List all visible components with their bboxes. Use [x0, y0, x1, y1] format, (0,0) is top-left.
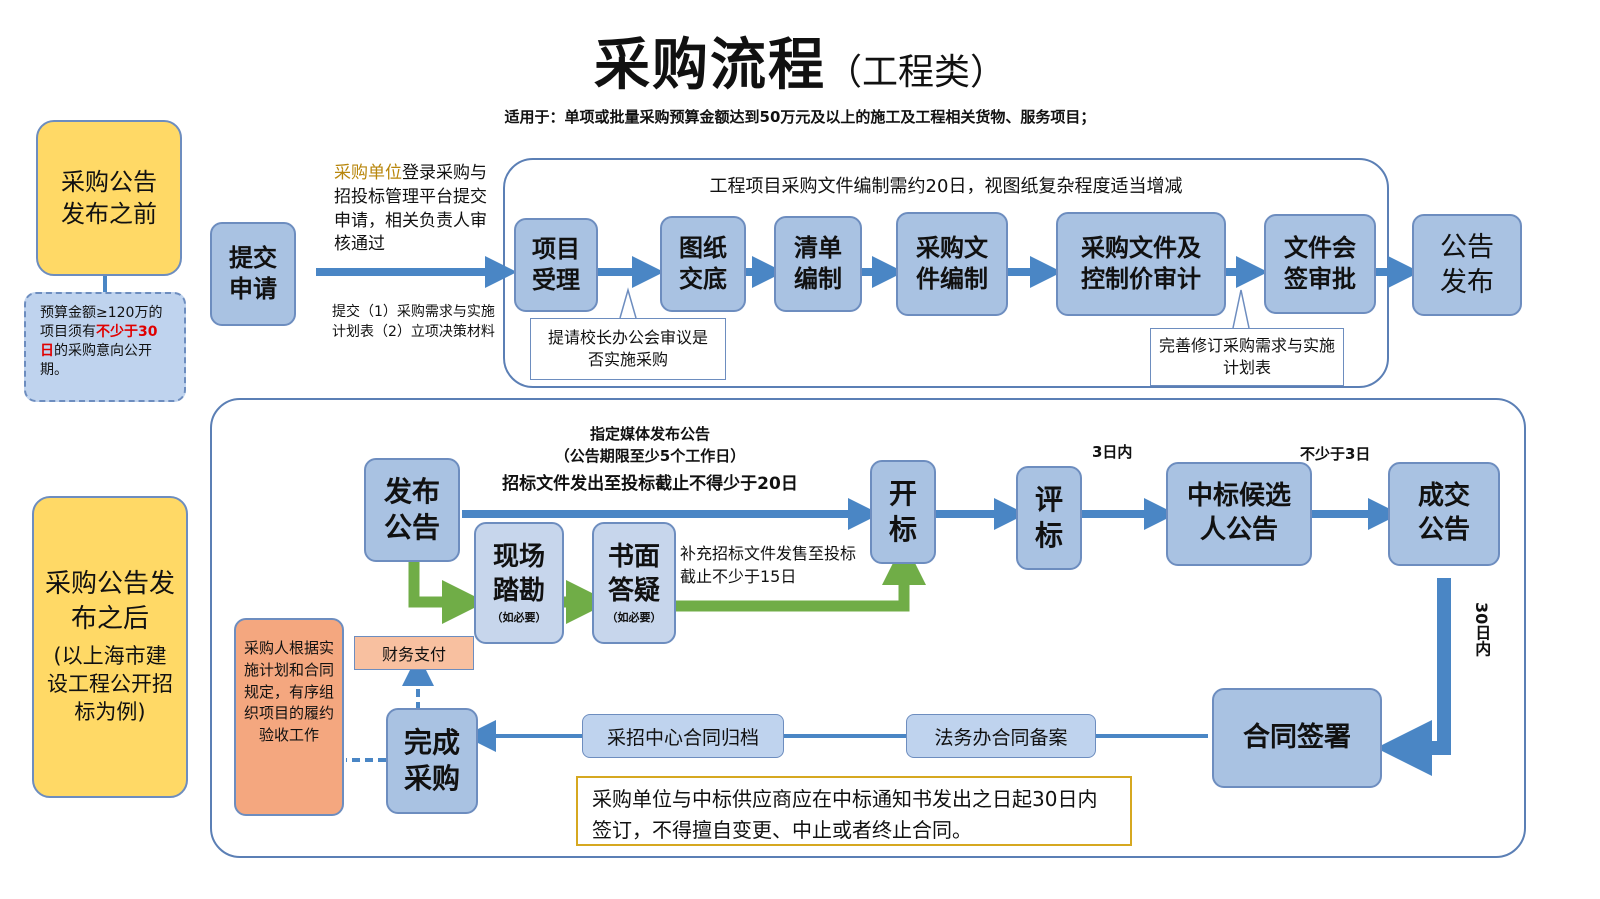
bid-evaluation: 评标	[1016, 466, 1082, 570]
title-main: 采购流程	[593, 33, 826, 98]
before-section-label: 采购公告发布之前	[36, 120, 182, 276]
doc-prep-header: 工程项目采购文件编制需约20日，视图纸复杂程度适当增减	[709, 176, 1183, 197]
contract-signing-label: 合同签署	[1243, 722, 1351, 754]
step-list-compilation: 清单编制	[774, 216, 862, 312]
step-audit: 采购文件及控制价审计	[1056, 212, 1226, 316]
note-principal-review-text: 提请校长办公会审议是否实施采购	[547, 327, 708, 369]
publish-announcement-label: 发布公告	[383, 474, 440, 544]
submit-materials: 提交（1）采购需求与实施计划表（2）立项决策材料	[332, 304, 495, 341]
note-revise-plan: 完善修订采购需求与实施计划表	[1150, 328, 1344, 386]
bid-evaluation-label: 评标	[1034, 482, 1063, 552]
callout-pointer-principal	[619, 287, 637, 319]
procurement-complete-label: 完成采购	[403, 725, 460, 795]
submit-description-unit: 采购单位	[334, 163, 402, 183]
prenotice-highlight: 不少于30日	[40, 323, 158, 359]
announce-label: 公告发布	[1440, 231, 1494, 298]
contract-notice: 采购单位与中标供应商应在中标通知书发出之日起30日内签订，不得擅自变更、中止或者…	[576, 776, 1132, 846]
contract-notice-text: 采购单位与中标供应商应在中标通知书发出之日起30日内签订，不得擅自变更、中止或者…	[592, 787, 1098, 842]
written-qa-label: 书面答疑	[607, 542, 660, 606]
within-3-days: 3日内	[1092, 443, 1133, 461]
deal-announcement: 成交公告	[1388, 462, 1500, 566]
site-visit-label: 现场踏勘	[492, 542, 545, 606]
site-visit-box: 现场踏勘 （如必要）	[474, 522, 564, 644]
candidate-announcement: 中标候选人公告	[1166, 462, 1312, 566]
site-visit-note: （如必要）	[491, 610, 547, 624]
media-note-line3: 招标文件发出至投标截止不得少于20日	[502, 474, 798, 494]
center-archive: 采招中心合同归档	[582, 714, 784, 758]
bid-opening: 开标	[870, 460, 936, 564]
acceptance-work: 采购人根据实施计划和合同规定，有序组织项目的履约验收工作	[234, 618, 344, 816]
green-arrow-publish-to-visit	[408, 562, 486, 624]
contract-signing: 合同签署	[1212, 688, 1382, 788]
submit-application-box: 提交申请	[210, 222, 296, 326]
after-section-label-sub: (以上海市建设工程公开招标为例)	[47, 643, 173, 725]
note-principal-review: 提请校长办公会审议是否实施采购	[530, 318, 726, 380]
legal-filing: 法务办合同备案	[906, 714, 1096, 758]
supplement-note: 补充招标文件发售至投标截止不少于15日	[680, 544, 857, 587]
deal-announcement-label: 成交公告	[1417, 481, 1470, 545]
center-archive-label: 采招中心合同归档	[606, 726, 759, 749]
media-note-line1: 指定媒体发布公告	[589, 425, 710, 443]
step-countersign: 文件会签审批	[1264, 214, 1376, 314]
prenotice-prefix: 预算金额≥120万的项目须有	[40, 305, 163, 340]
acceptance-work-text: 采购人根据实施计划和合同规定，有序组织项目的履约验收工作	[244, 639, 335, 744]
title-sub: （工程类）	[825, 52, 1006, 93]
submit-description-rest: 登录采购与招投标管理平台提交申请，相关负责人审核通过	[334, 163, 487, 255]
step-doc-compilation-label: 采购文件编制	[916, 233, 988, 293]
publish-announcement: 发布公告	[364, 458, 460, 562]
legal-filing-label: 法务办合同备案	[934, 726, 1068, 749]
prenotice-box: 预算金额≥120万的项目须有不少于30日的采购意向公开期。	[24, 292, 186, 402]
step-drawing-briefing-label: 图纸交底	[679, 233, 727, 293]
written-qa-box: 书面答疑 （如必要）	[592, 522, 676, 644]
media-note-line2: （公告期限至少5个工作日）	[554, 447, 746, 465]
page-title: 采购流程（工程类）	[0, 20, 1600, 101]
submit-application-label: 提交申请	[229, 243, 277, 303]
finance-payment: 财务支付	[354, 636, 474, 670]
scope-subtitle: 适用于：单项或批量采购预算金额达到50万元及以上的施工及工程相关货物、服务项目；	[504, 108, 1096, 126]
step-project-acceptance: 项目受理	[514, 218, 598, 312]
before-section-label-text: 采购公告发布之前	[61, 167, 157, 228]
written-qa-note: （如必要）	[606, 610, 662, 624]
submit-description: 采购单位登录采购与招投标管理平台提交申请，相关负责人审核通过	[334, 162, 498, 257]
step-countersign-label: 文件会签审批	[1284, 233, 1356, 293]
step-doc-compilation: 采购文件编制	[896, 212, 1008, 316]
prenotice-suffix: 的采购意向公开期。	[40, 342, 152, 378]
finance-payment-label: 财务支付	[381, 645, 446, 664]
after-announce-frame	[210, 398, 1526, 858]
step-drawing-briefing: 图纸交底	[660, 216, 746, 312]
after-section-label: 采购公告发布之后 (以上海市建设工程公开招标为例)	[32, 496, 188, 798]
not-less-3-days: 不少于3日	[1300, 445, 1371, 463]
green-arrow-qa-to-open	[676, 541, 926, 612]
within-30-days: 30日内	[1472, 602, 1492, 657]
step-project-acceptance-label: 项目受理	[532, 234, 580, 294]
procurement-complete: 完成采购	[386, 708, 478, 814]
bid-opening-label: 开标	[888, 476, 917, 546]
callout-pointer-revise	[1232, 289, 1250, 329]
announce-box: 公告发布	[1412, 214, 1522, 316]
candidate-announcement-label: 中标候选人公告	[1186, 481, 1291, 545]
step-audit-label: 采购文件及控制价审计	[1081, 233, 1201, 293]
note-revise-plan-text: 完善修订采购需求与实施计划表	[1159, 335, 1336, 377]
arrow-deal-to-contract	[1376, 578, 1451, 776]
after-section-label-text: 采购公告发布之后	[44, 569, 175, 635]
step-list-compilation-label: 清单编制	[794, 233, 842, 293]
